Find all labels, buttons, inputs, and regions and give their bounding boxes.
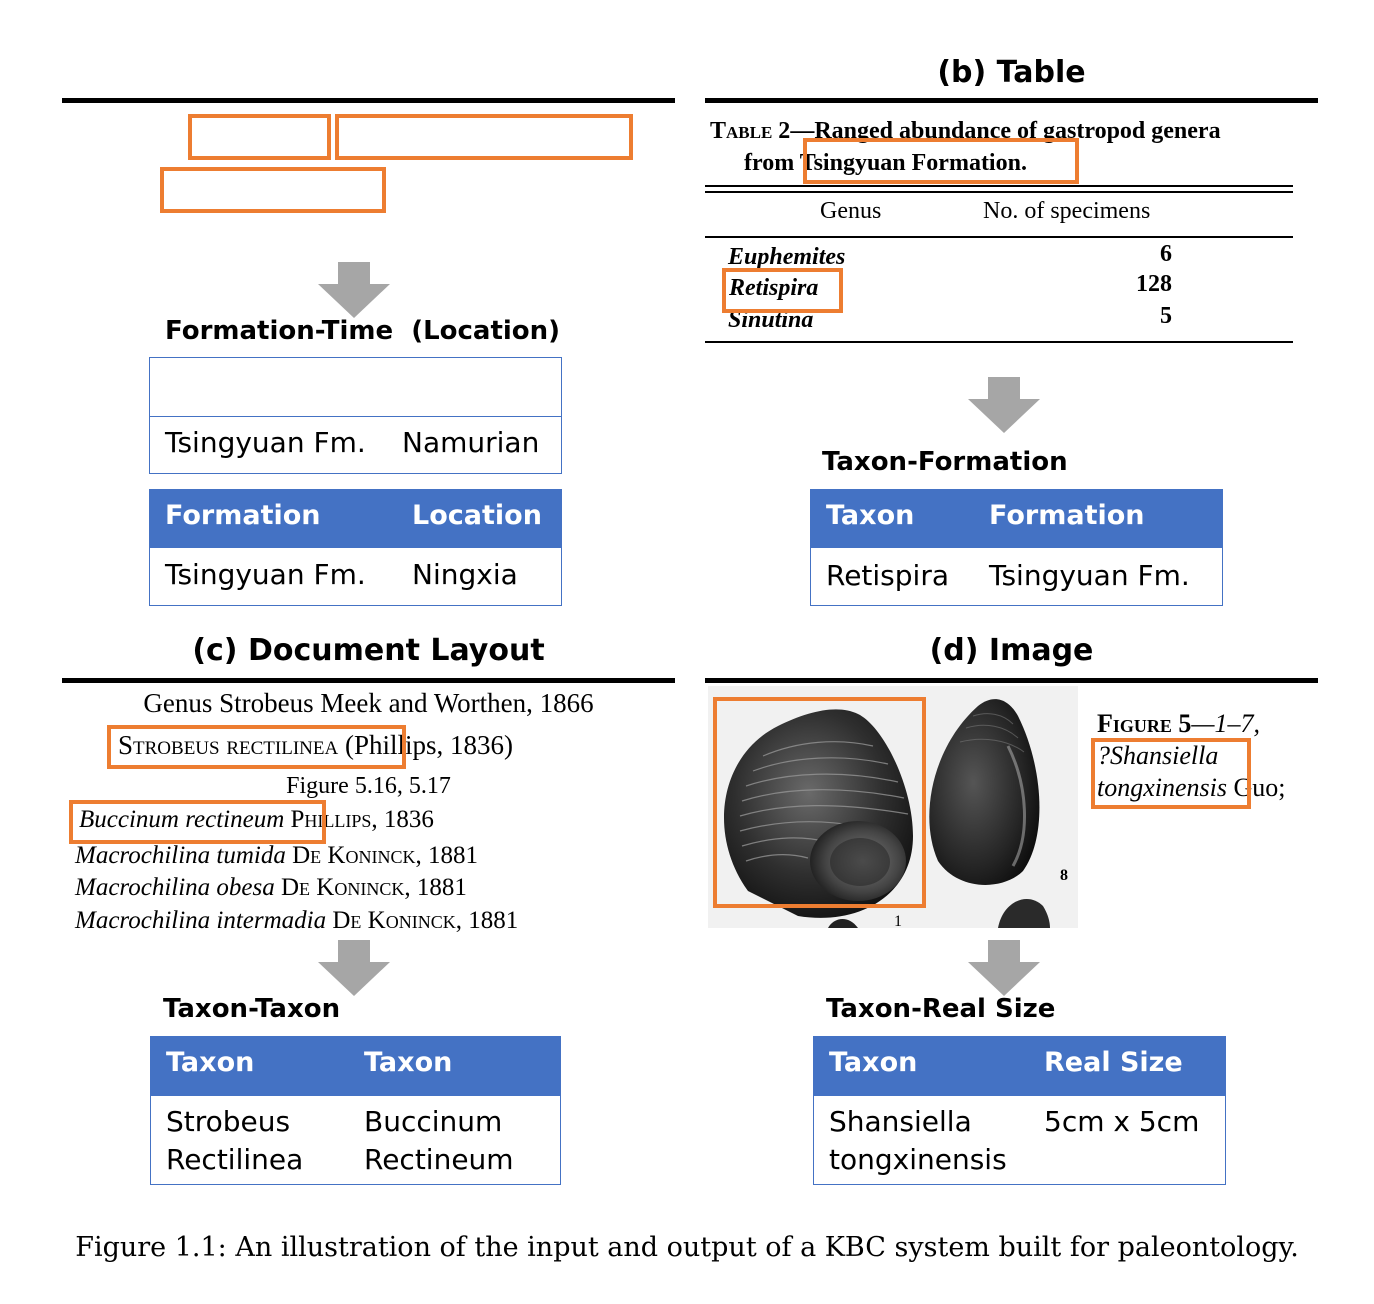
panel-c-rule xyxy=(62,678,675,683)
fossil-plate-image: 1 8 xyxy=(708,686,1078,928)
scan-row-genus: Retispira xyxy=(729,275,819,301)
relation-label: Taxon-Formation xyxy=(822,447,1068,477)
doc-line: Genus Strobeus Meek and Worthen, 1866 xyxy=(143,688,594,718)
doc-line: Macrochilina intermadia De Koninck, 1881 xyxy=(75,907,519,934)
taxon-synonym: Buccinum rectineum xyxy=(79,806,285,833)
table-formation-time: Tsingyuan Fm. Namurian xyxy=(149,357,562,474)
table-cell: Ningxia xyxy=(412,558,518,591)
scan-row-count: 128 xyxy=(1136,271,1172,297)
plate-number: 8 xyxy=(1060,867,1068,884)
relation-label: Taxon-Real Size xyxy=(826,994,1056,1024)
scan-rule xyxy=(705,185,1293,187)
doc-line: Figure 5.16, 5.17 xyxy=(286,773,451,799)
plate-number: 1 xyxy=(894,913,902,928)
figure-caption: Figure 1.1: An illustration of the input… xyxy=(75,1232,1299,1263)
table-taxon-taxon: Taxon Taxon Strobeus Rectilinea Buccinum… xyxy=(150,1036,561,1185)
table-cell: 5cm x 5cm xyxy=(1044,1105,1200,1138)
down-arrow-icon xyxy=(318,262,390,318)
doc-line: Macrochilina tumida De Koninck, 1881 xyxy=(75,842,478,869)
table-taxon-size: Taxon Real Size Shansiella tongxinensis … xyxy=(813,1036,1226,1185)
highlight-box-taxon xyxy=(722,268,843,313)
fossil-photo: 1 8 xyxy=(724,699,1068,928)
doc-line: Macrochilina obesa De Koninck, 1881 xyxy=(75,874,467,901)
down-arrow-icon xyxy=(968,940,1040,996)
table-cell: Tsingyuan Fm. xyxy=(989,559,1190,592)
panel-b-rule xyxy=(705,98,1318,103)
table-cell: Shansiella tongxinensis xyxy=(829,1105,1007,1176)
caption-text: from xyxy=(744,150,800,176)
scan-rule xyxy=(705,191,1293,193)
table-cell: Tsingyuan Fm. xyxy=(165,426,366,459)
panel-d-rule xyxy=(705,678,1318,683)
scan-rule xyxy=(705,236,1293,238)
table-taxon-formation: Taxon Formation Retispira Tsingyuan Fm. xyxy=(810,489,1223,606)
down-arrow-icon xyxy=(968,377,1040,433)
highlight-box-synonym xyxy=(69,800,326,844)
table-cell: Namurian xyxy=(402,426,540,459)
scan-rule xyxy=(705,341,1293,343)
table-cell: Buccinum Rectineum xyxy=(364,1105,514,1176)
highlight-box-3 xyxy=(160,167,386,213)
scan-col-genus: Genus xyxy=(820,198,882,224)
panel-a-rule xyxy=(62,98,675,103)
highlight-box-species xyxy=(1091,738,1251,809)
table-header-cell: Taxon xyxy=(364,1047,453,1078)
scan-row-count: 5 xyxy=(1160,303,1172,329)
panel-c-title: (c) Document Layout xyxy=(192,633,545,668)
panel-b-title: (b) Table xyxy=(937,55,1086,90)
taxon-name: Strobeus rectilinea xyxy=(118,730,339,760)
table-header-cell: Taxon xyxy=(829,1047,918,1078)
table-formation-location: Formation Location Tsingyuan Fm. Ningxia xyxy=(149,489,562,606)
caption-formation: Tsingyuan Formation. xyxy=(799,150,1027,176)
table-number: Table 2 xyxy=(710,118,791,144)
relation-label: Taxon-Taxon xyxy=(163,994,341,1024)
table-header-cell: Formation xyxy=(989,500,1145,531)
scan-row-count: 6 xyxy=(1160,241,1172,267)
table-cell: Retispira xyxy=(826,559,949,592)
table-header-cell: Taxon xyxy=(826,500,915,531)
scan-row-genus: Euphemites xyxy=(728,244,846,270)
table-header-cell: Formation xyxy=(165,500,321,531)
scan-col-count: No. of specimens xyxy=(983,198,1151,224)
table-cell: Strobeus Rectilinea xyxy=(166,1105,304,1176)
highlight-box-1 xyxy=(188,114,331,160)
highlight-box-specimen xyxy=(713,697,926,908)
relation-label: Formation-Time (Location) xyxy=(165,316,561,346)
highlight-box-formation xyxy=(803,138,1079,184)
highlight-box-2 xyxy=(335,114,633,160)
doc-line: Buccinum rectineum Phillips, 1836 xyxy=(79,806,434,833)
down-arrow-icon xyxy=(318,940,390,996)
table-header-cell: Real Size xyxy=(1044,1047,1183,1078)
highlight-box-taxon xyxy=(107,725,406,769)
table-header-cell: Location xyxy=(412,500,542,531)
figure-caption-scan: Figure 5—1–7, ?Shansiella tongxinensis G… xyxy=(1097,709,1286,802)
panel-d-title: (d) Image xyxy=(929,633,1094,668)
table-header-cell: Taxon xyxy=(166,1047,255,1078)
doc-line: Strobeus rectilinea (Phillips, 1836) xyxy=(118,730,513,760)
table-cell: Tsingyuan Fm. xyxy=(165,558,366,591)
